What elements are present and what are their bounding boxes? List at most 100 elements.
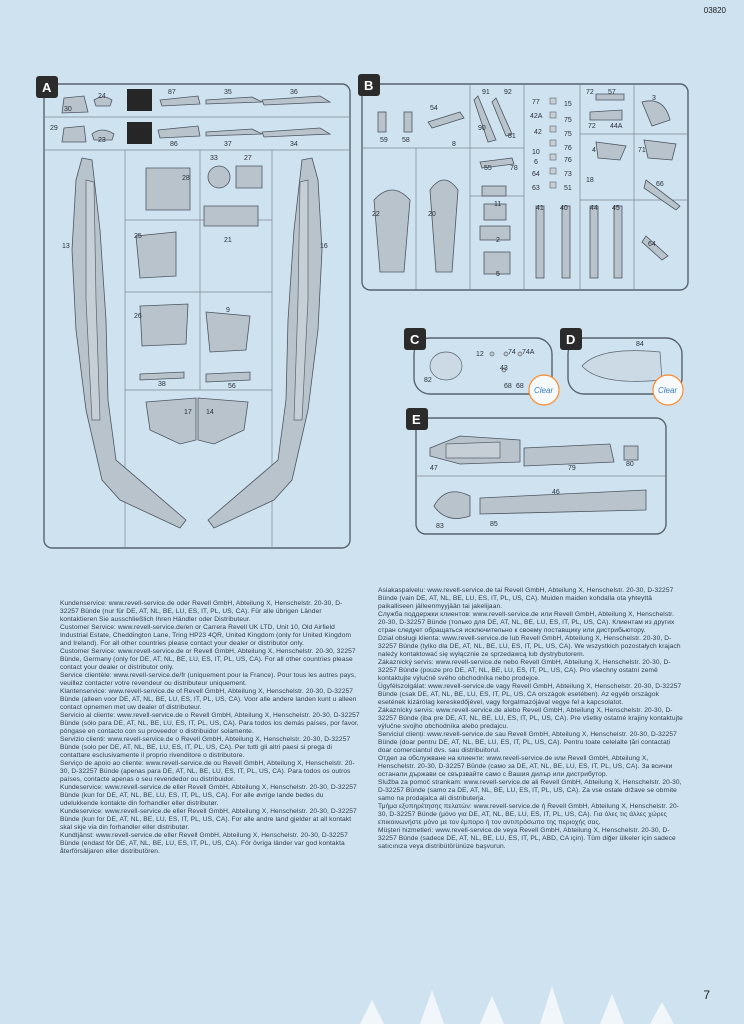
svg-text:12: 12 bbox=[476, 351, 484, 358]
svg-text:72: 72 bbox=[588, 123, 596, 130]
svg-text:22: 22 bbox=[372, 211, 380, 218]
svg-text:16: 16 bbox=[320, 243, 328, 250]
service-column-left: Kundenservice: www.revell-service.de ode… bbox=[60, 600, 360, 856]
service-gb: Customer Service: www.revell-service.de/… bbox=[60, 624, 352, 647]
svg-text:87: 87 bbox=[168, 89, 176, 96]
svg-text:76: 76 bbox=[564, 145, 572, 152]
svg-text:30: 30 bbox=[64, 106, 72, 113]
service-bg: Отдел за обслужване на клиенти: www.reve… bbox=[378, 755, 673, 778]
svg-text:54: 54 bbox=[430, 105, 438, 112]
service-cz: Zákaznický servis: www.revell-service.de… bbox=[378, 659, 671, 682]
svg-text:81: 81 bbox=[508, 133, 516, 140]
svg-text:91: 91 bbox=[482, 89, 490, 96]
service-ru: Служба поддержки клиентов: www.revell-se… bbox=[378, 611, 675, 634]
catalog-code: 03820 bbox=[703, 6, 726, 15]
sprue-a: 30 24 87 35 36 29 23 86 37 34 33 27 28 1… bbox=[36, 76, 351, 549]
svg-text:68: 68 bbox=[504, 383, 512, 390]
svg-text:82: 82 bbox=[424, 377, 432, 384]
svg-text:D: D bbox=[566, 332, 575, 347]
svg-text:79: 79 bbox=[568, 465, 576, 472]
svg-text:4: 4 bbox=[592, 147, 596, 154]
svg-text:51: 51 bbox=[564, 185, 572, 192]
svg-text:3: 3 bbox=[652, 95, 656, 102]
svg-text:77: 77 bbox=[532, 99, 540, 106]
svg-text:Clear: Clear bbox=[658, 386, 677, 395]
svg-text:Clear: Clear bbox=[534, 386, 553, 395]
service-fi: Asiakaspalvelu: www.revell-service.de ta… bbox=[378, 587, 674, 610]
svg-text:64: 64 bbox=[532, 171, 540, 178]
svg-text:68: 68 bbox=[516, 383, 524, 390]
svg-text:5: 5 bbox=[496, 271, 500, 278]
svg-text:56: 56 bbox=[228, 383, 236, 390]
svg-text:2: 2 bbox=[496, 237, 500, 244]
svg-text:42A: 42A bbox=[530, 113, 543, 120]
svg-text:11: 11 bbox=[494, 201, 501, 208]
svg-text:E: E bbox=[412, 412, 421, 427]
svg-text:6: 6 bbox=[534, 159, 538, 166]
svg-text:42: 42 bbox=[534, 129, 542, 136]
service-de: Kundenservice: www.revell-service.de ode… bbox=[60, 600, 343, 623]
svg-text:15: 15 bbox=[564, 101, 572, 108]
service-hu: Ügyfélszolgálat: www.revell-service.de v… bbox=[378, 683, 682, 706]
service-no: Kundeservice: www.revell-service.de elle… bbox=[60, 808, 357, 831]
svg-text:73: 73 bbox=[564, 171, 572, 178]
svg-text:74A: 74A bbox=[522, 349, 535, 356]
service-sk: Zákaznícky servis: www.revell-service.de… bbox=[378, 707, 683, 730]
svg-text:33: 33 bbox=[210, 155, 218, 162]
svg-text:20: 20 bbox=[428, 211, 436, 218]
svg-text:47: 47 bbox=[430, 465, 438, 472]
svg-text:64: 64 bbox=[648, 241, 656, 248]
page-number: 7 bbox=[703, 988, 710, 1002]
svg-text:72: 72 bbox=[586, 89, 594, 96]
svg-text:45: 45 bbox=[612, 205, 620, 212]
svg-text:76: 76 bbox=[564, 157, 572, 164]
svg-text:36: 36 bbox=[290, 89, 298, 96]
svg-text:41: 41 bbox=[536, 205, 544, 212]
svg-text:25: 25 bbox=[134, 233, 142, 240]
svg-text:28: 28 bbox=[182, 175, 190, 182]
sprue-e: 47 79 80 46 83 85 E bbox=[406, 408, 667, 535]
svg-text:A: A bbox=[42, 80, 52, 95]
svg-text:59: 59 bbox=[380, 137, 388, 144]
service-it: Servizio clienti: www.revell-service.de … bbox=[60, 736, 351, 759]
service-pl: Dział obsługi klienta: www.revell-servic… bbox=[378, 635, 681, 658]
svg-text:24: 24 bbox=[98, 93, 106, 100]
service-fr: Service clientèle: www.revell-service.de… bbox=[60, 672, 357, 687]
svg-text:43: 43 bbox=[500, 365, 508, 372]
svg-text:74: 74 bbox=[508, 349, 516, 356]
svg-text:10: 10 bbox=[532, 149, 540, 156]
svg-text:92: 92 bbox=[504, 89, 512, 96]
svg-text:29: 29 bbox=[50, 125, 58, 132]
svg-text:37: 37 bbox=[224, 141, 232, 148]
svg-text:83: 83 bbox=[436, 523, 444, 530]
svg-text:78: 78 bbox=[510, 165, 518, 172]
svg-text:75: 75 bbox=[564, 117, 572, 124]
svg-text:14: 14 bbox=[206, 409, 214, 416]
svg-text:84: 84 bbox=[636, 341, 644, 348]
service-dk: Kundeservice: www.revell-service.de elle… bbox=[60, 784, 357, 807]
svg-text:38: 38 bbox=[158, 381, 166, 388]
service-se: Kundtjänst: www.revell-service.de eller … bbox=[60, 832, 348, 855]
service-ro: Serviciul clienți: www.revell-service.de… bbox=[378, 731, 677, 754]
svg-text:26: 26 bbox=[134, 313, 142, 320]
svg-text:85: 85 bbox=[490, 521, 498, 528]
service-pt: Serviço de apoio ao cliente: www.revell-… bbox=[60, 760, 355, 783]
service-es: Servicio al cliente: www.revell-service.… bbox=[60, 712, 360, 735]
decorative-triangles bbox=[360, 986, 674, 1024]
svg-text:27: 27 bbox=[244, 155, 252, 162]
svg-text:58: 58 bbox=[402, 137, 410, 144]
svg-text:35: 35 bbox=[224, 89, 232, 96]
svg-text:80: 80 bbox=[626, 461, 634, 468]
svg-text:21: 21 bbox=[224, 237, 232, 244]
svg-text:44A: 44A bbox=[610, 123, 623, 130]
svg-text:46: 46 bbox=[552, 489, 560, 496]
svg-text:44: 44 bbox=[590, 205, 598, 212]
svg-text:90: 90 bbox=[478, 125, 486, 132]
service-column-right: Asiakaspalvelu: www.revell-service.de ta… bbox=[378, 587, 683, 851]
svg-text:57: 57 bbox=[608, 89, 616, 96]
svg-text:75: 75 bbox=[564, 131, 572, 138]
svg-text:9: 9 bbox=[226, 307, 230, 314]
